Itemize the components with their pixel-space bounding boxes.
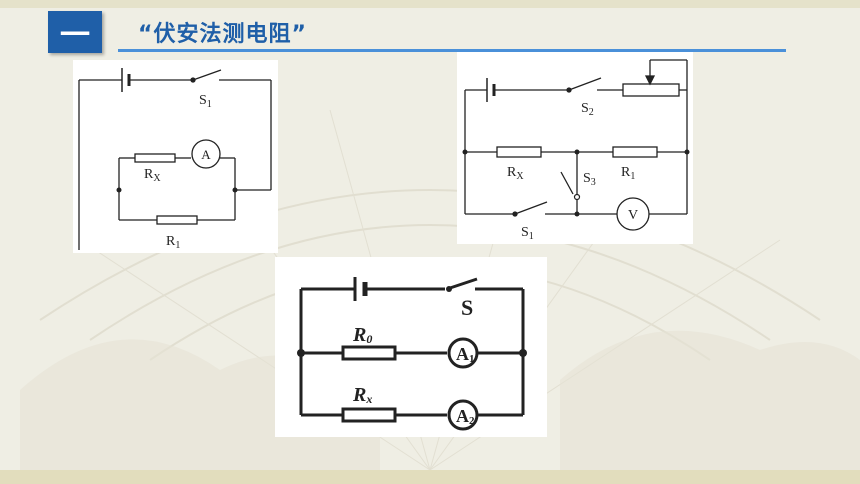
c1-junction-left [116,187,122,193]
c3-rx-label: Rx [352,384,372,406]
c1-resistor-r1 [156,215,198,225]
slide-title: “伏安法测电阻” [138,22,307,47]
c1-ammeter-label: A [201,147,211,162]
section-number: 一 [60,18,90,53]
c3-switch-blade [446,277,478,291]
c3-switch-label: S [461,295,473,320]
c1-junction-right [232,187,238,193]
c2-rheostat [622,83,680,97]
top-band [0,0,860,8]
c1-switch-blade [192,69,222,81]
circuit-diagram-3: S R0 Rx A1 A2 [275,257,547,437]
c2-r1-label: R1 [621,165,635,182]
c2-switch-s1-blade [514,201,548,215]
c2-resistor-rx [496,146,542,158]
c2-rx-label: RX [507,165,524,182]
c1-ammeter [191,139,221,169]
title-underline [118,49,786,52]
circuit-diagram-2: S2 RX S3 R1 S1 V [457,52,693,244]
c2-s2-label: S2 [581,101,594,118]
c3-a1-label: A1 [456,344,475,365]
c2-s1-label: S1 [521,225,534,242]
section-number-badge: 一 [48,11,102,53]
c3-resistor-rx [341,407,397,423]
c1-r1-label: R1 [166,234,180,251]
c3-r0-label: R0 [352,324,372,346]
bottom-band [0,470,860,484]
c1-resistor-rx [134,153,176,163]
c2-switch-s2-blade [568,77,602,91]
c2-voltmeter-label: V [628,208,638,223]
c2-resistor-r1 [612,146,658,158]
c1-switch-label: S1 [199,93,212,110]
c2-s3-label: S3 [583,171,596,188]
circuit-diagram-1: S1 A RX R1 [73,60,278,253]
c3-resistor-r0 [341,345,397,361]
c3-a2-label: A2 [456,406,475,427]
c2-switch-s3-blade [560,171,574,195]
c1-rx-label: RX [144,167,161,184]
